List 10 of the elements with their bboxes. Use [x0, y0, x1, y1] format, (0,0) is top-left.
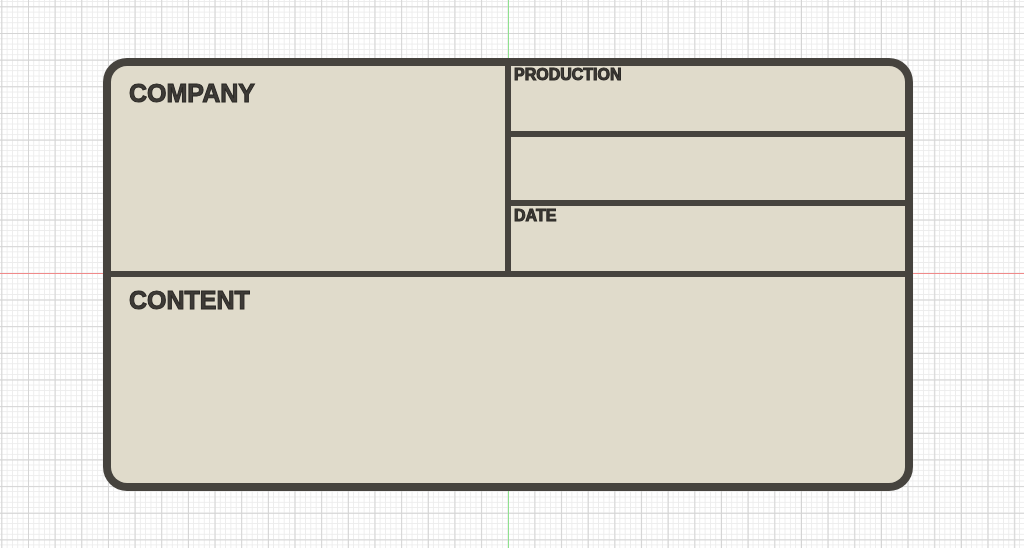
field-label: PRODUCTION — [514, 67, 622, 83]
label-plate — [103, 58, 913, 491]
field-panel — [511, 137, 905, 200]
section-heading: CONTENT — [129, 288, 250, 313]
field-panel — [511, 66, 905, 131]
field-panel — [111, 277, 905, 483]
field-panel — [511, 206, 905, 271]
section-heading: COMPANY — [129, 81, 255, 106]
field-label: DATE — [514, 208, 557, 224]
field-panel — [111, 66, 505, 271]
